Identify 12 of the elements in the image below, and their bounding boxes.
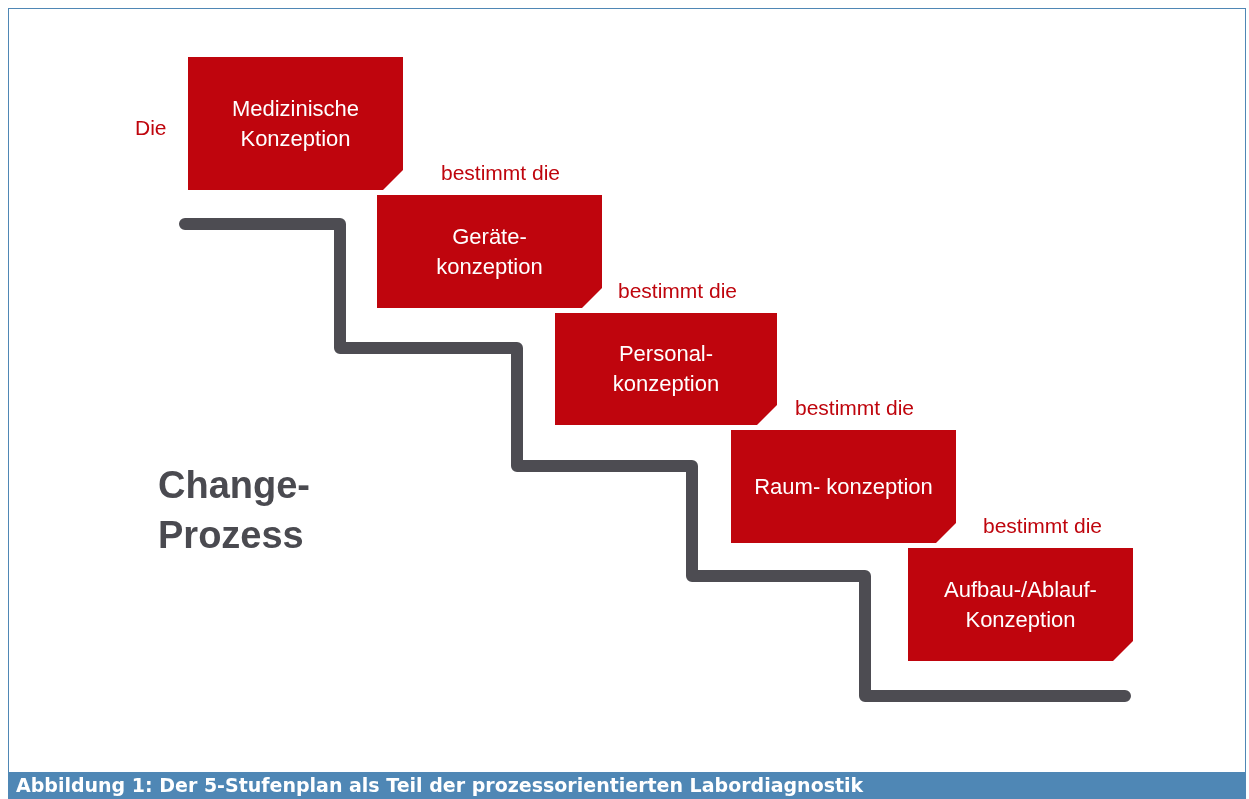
step-box: Medizinische Konzeption	[188, 57, 403, 190]
connector-text: Die	[135, 116, 167, 140]
connector-text: bestimmt die	[983, 514, 1103, 538]
connector-text: bestimmt die	[795, 396, 915, 420]
figure-caption: Abbildung 1: Der 5-Stufenplan als Teil der prozessorientierten Labordiagnostik	[8, 772, 1246, 799]
step-box: Personal- konzeption	[555, 313, 777, 425]
step-box: Geräte- konzeption	[377, 195, 602, 308]
connector-text: bestimmt die	[441, 161, 561, 185]
step-box: Raum- konzeption	[731, 430, 956, 543]
step-box: Aufbau-/Ablauf- Konzeption	[908, 548, 1133, 661]
side-heading: Change- Prozess	[158, 463, 311, 558]
connector-text: bestimmt die	[618, 279, 738, 303]
